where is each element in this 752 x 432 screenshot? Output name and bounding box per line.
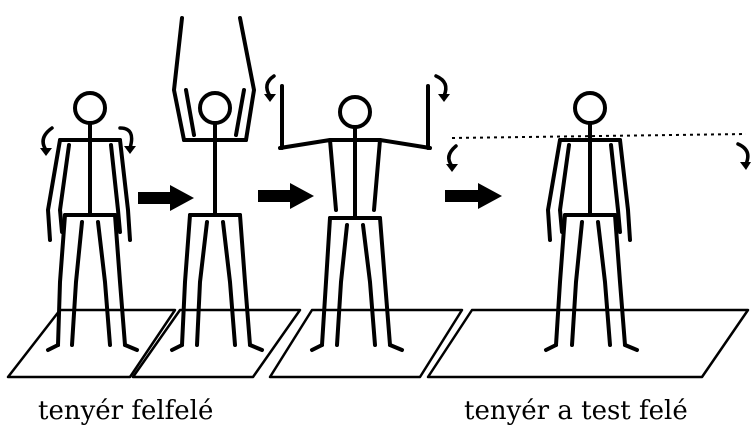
rotate-icon (40, 126, 54, 156)
rotate-icon (446, 144, 458, 172)
floor-mat-4 (426, 308, 750, 379)
figure-2-left-leg (180, 213, 192, 347)
figure-1-arms-down (40, 91, 139, 352)
figure-1-right-foot (123, 343, 139, 352)
figure-2-right-foot (248, 343, 264, 352)
shoulder-height-guide (451, 133, 747, 139)
figure-3-right-leg (378, 216, 392, 347)
caption-palms-up: tenyér felfelé (38, 396, 214, 426)
figure-3-head (338, 95, 372, 129)
figure-4-right-leg (613, 213, 627, 347)
figure-1-right-leg (113, 213, 127, 347)
figure-3-right-foot (388, 343, 404, 352)
figure-1-right-arm (118, 138, 132, 242)
arrow-right-icon (138, 185, 194, 211)
figure-4-left-arm (546, 138, 562, 242)
figure-2-left-arm (172, 16, 186, 142)
figure-3-arms-bent-up (264, 74, 450, 352)
rotate-icon (434, 74, 450, 102)
figure-1-left-foot (46, 343, 60, 352)
rotate-icon (264, 74, 276, 102)
figure-4-left-leg (554, 213, 567, 347)
figure-2-right-leg (238, 213, 252, 347)
figure-3-left-leg (320, 216, 332, 347)
figure-4-head (573, 91, 607, 125)
rotate-icon (118, 126, 136, 154)
figure-2-right-arm (238, 16, 256, 142)
figure-4-right-arm (618, 138, 632, 242)
floor-mat-1 (6, 308, 177, 379)
caption-palms-toward-body: tenyér a test felé (464, 396, 688, 426)
figure-2-left-foot (170, 343, 184, 352)
figure-4-right-foot (623, 343, 639, 352)
figure-2-head (198, 91, 232, 125)
figure-4-arms-down (446, 91, 751, 352)
figure-4-left-foot (544, 343, 558, 352)
arrow-right-icon (258, 183, 314, 209)
figure-2-arms-overhead (170, 16, 264, 352)
figure-3-upper-arms (278, 138, 432, 150)
figure-1-head (73, 91, 107, 125)
figure-1-left-arm (46, 138, 62, 242)
figure-1-left-leg (56, 213, 67, 347)
figure-3-left-foot (310, 343, 324, 352)
floor-mat-2 (131, 308, 302, 379)
rotate-icon (736, 142, 751, 170)
floor-mat-3 (268, 308, 464, 379)
arrow-right-icon (445, 183, 502, 209)
